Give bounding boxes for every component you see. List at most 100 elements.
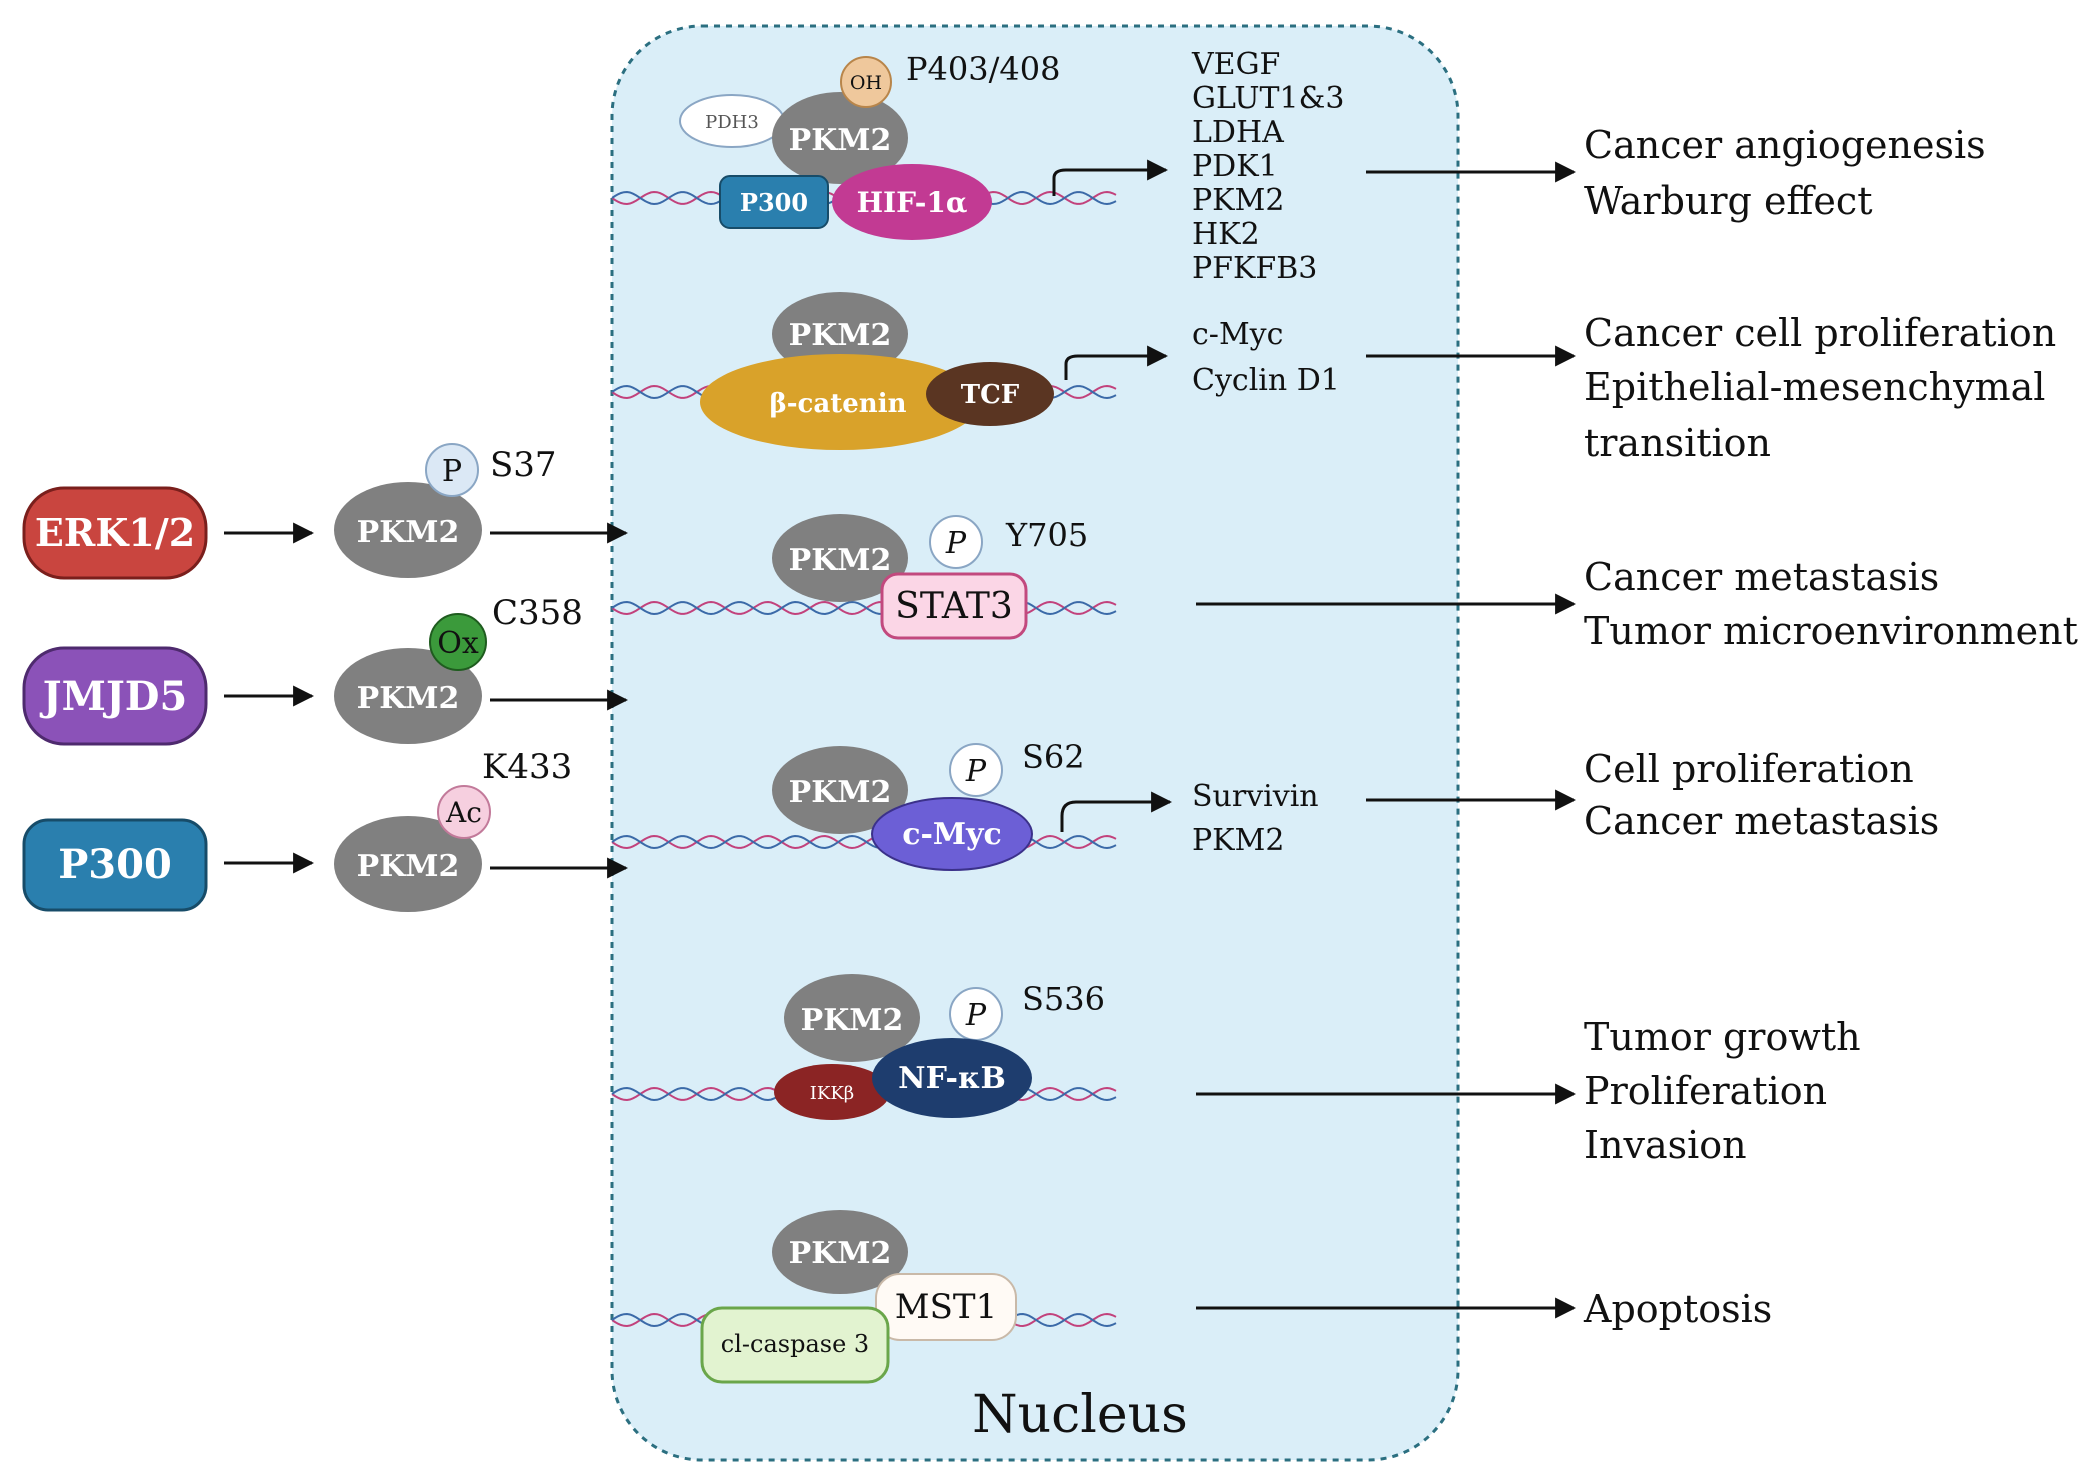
p300-pkm2 <box>334 816 482 912</box>
upstream-jmjd5: JMJD5 PKM2 Ox C358 <box>22 593 629 746</box>
mst1-protein-label: MST1 <box>895 1287 997 1327</box>
myc-pkm2-label: PKM2 <box>789 775 892 810</box>
nfkb-protein-label: NF-κB <box>898 1061 1006 1096</box>
stat3-p-circle <box>929 515 983 569</box>
jmjd5-site-label: C358 <box>492 593 583 633</box>
complex-mst1: PKM2 MST1 cl-caspase 3 <box>700 1210 1017 1384</box>
p300-kinase-label: P300 <box>58 841 172 888</box>
mst1-pkm2-label: PKM2 <box>789 1236 892 1271</box>
gene-item: GLUT1&3 <box>1192 81 1344 116</box>
hif-pkm2 <box>772 92 908 184</box>
hif-site-label: P403/408 <box>906 50 1060 88</box>
gene-item: PFKFB3 <box>1192 251 1317 286</box>
outcome-text: Cancer cell proliferation <box>1584 311 2056 355</box>
catenin-protein <box>700 354 980 450</box>
jmjd5-kinase-box <box>22 646 208 746</box>
jmjd5-kinase-label: JMJD5 <box>40 673 188 720</box>
p300-mod-label: Ac <box>445 796 482 829</box>
outcome-text: Epithelial-mesenchymal <box>1584 365 2045 409</box>
catenin-tcf-label: TCF <box>961 380 1020 410</box>
nfkb-pkm2 <box>784 974 920 1062</box>
erk-mod-circle <box>425 443 479 497</box>
erk-site-label: S37 <box>490 445 557 485</box>
p300-pkm2-label: PKM2 <box>357 849 460 884</box>
stat3-protein <box>880 572 1028 640</box>
complex-nfkb: PKM2 P S536 IKKβ NF-κB <box>774 974 1105 1120</box>
jmjd5-mod-label: Ox <box>437 626 479 661</box>
outcome-text: Tumor growth <box>1584 1015 1861 1059</box>
outcome-text: Apoptosis <box>1583 1287 1772 1331</box>
nfkb-pkm2-label: PKM2 <box>801 1003 904 1038</box>
gene-item: PKM2 <box>1192 183 1284 218</box>
outcomes-stat3: Cancer metastasis Tumor microenvironment <box>1584 555 2078 653</box>
outcome-text: Cancer angiogenesis <box>1584 123 1986 167</box>
myc-p-circle <box>949 743 1003 797</box>
hif-p300-label: P300 <box>740 188 808 217</box>
dna-strand <box>611 600 1117 616</box>
catenin-pkm2-label: PKM2 <box>789 318 892 353</box>
catenin-pkm2 <box>772 292 908 376</box>
complex-stat3: PKM2 P Y705 STAT3 <box>772 514 1088 640</box>
gene-item: Cyclin D1 <box>1192 363 1340 398</box>
catenin-protein-label: β-catenin <box>770 389 907 419</box>
upstream-p300: P300 PKM2 Ac K433 <box>22 747 629 912</box>
erk-kinase-label: ERK1/2 <box>35 510 195 555</box>
complex-catenin: PKM2 β-catenin TCF <box>700 292 1169 450</box>
myc-site-label: S62 <box>1022 738 1085 776</box>
jmjd5-mod-circle <box>429 613 487 671</box>
p300-mod-circle <box>437 785 491 839</box>
p300-kinase-box <box>22 818 208 912</box>
nfkb-ikk <box>774 1064 890 1120</box>
erk-pkm2-label: PKM2 <box>357 515 460 550</box>
erk-pkm2 <box>334 482 482 578</box>
gene-item: PDK1 <box>1192 149 1278 184</box>
complex-myc: PKM2 P S62 c-Myc <box>772 738 1173 871</box>
erk-kinase-box <box>22 486 208 580</box>
hif-transcription-arrow <box>1052 159 1169 196</box>
outcome-text: Cancer metastasis <box>1584 555 1939 599</box>
gene-item: HK2 <box>1192 217 1260 252</box>
outcome-text: Proliferation <box>1584 1069 1827 1113</box>
catenin-transcription-arrow <box>1064 345 1169 380</box>
nfkb-p-label: P <box>965 998 987 1033</box>
hif-p300-box <box>719 175 829 229</box>
mst1-protein <box>875 1273 1017 1341</box>
nfkb-ikk-label: IKKβ <box>810 1083 854 1104</box>
outcome-text: Warburg effect <box>1584 179 1872 223</box>
gene-list-catenin: c-Myc Cyclin D1 <box>1192 317 1340 398</box>
outcomes-mst1: Apoptosis <box>1583 1287 1772 1331</box>
outcome-text: transition <box>1584 421 1771 465</box>
gene-item: Survivin <box>1192 779 1319 814</box>
outcomes-catenin: Cancer cell proliferation Epithelial-mes… <box>1584 311 2056 465</box>
jmjd5-pkm2-label: PKM2 <box>357 681 460 716</box>
myc-protein <box>871 797 1033 871</box>
hif-oh-circle <box>840 56 892 108</box>
stat3-pkm2 <box>772 514 908 602</box>
stat3-p-label: P <box>945 526 967 561</box>
gene-item: PKM2 <box>1192 823 1284 858</box>
nfkb-site-label: S536 <box>1022 980 1105 1018</box>
myc-transcription-arrow <box>1060 791 1173 832</box>
gene-list-hif: VEGF GLUT1&3 LDHA PDK1 PKM2 HK2 PFKFB3 <box>1191 47 1344 286</box>
stat3-protein-label: STAT3 <box>895 586 1013 627</box>
mst1-caspase-label: cl-caspase 3 <box>721 1330 869 1358</box>
jmjd5-pkm2 <box>334 648 482 744</box>
hif-oh-label: OH <box>850 72 882 94</box>
nucleus-label: Nucleus <box>972 1385 1188 1445</box>
mst1-caspase <box>700 1306 890 1384</box>
outcome-text: Cancer metastasis <box>1584 799 1939 843</box>
outcome-text: Tumor microenvironment <box>1584 609 2078 653</box>
outcomes-nfkb: Tumor growth Proliferation Invasion <box>1584 1015 1861 1167</box>
nfkb-protein <box>872 1038 1032 1118</box>
hif-pkm2-label: PKM2 <box>789 123 892 158</box>
hif-protein-label: HIF-1α <box>857 186 968 219</box>
gene-item: c-Myc <box>1192 317 1283 352</box>
gene-item: LDHA <box>1192 115 1284 150</box>
myc-p-label: P <box>965 754 987 789</box>
erk-mod-label: P <box>442 454 462 489</box>
stat3-site-label: Y705 <box>1005 516 1088 554</box>
myc-pkm2 <box>772 746 908 834</box>
outcome-text: Invasion <box>1584 1123 1747 1167</box>
outcome-text: Cell proliferation <box>1584 747 1914 791</box>
gene-item: VEGF <box>1191 47 1280 82</box>
